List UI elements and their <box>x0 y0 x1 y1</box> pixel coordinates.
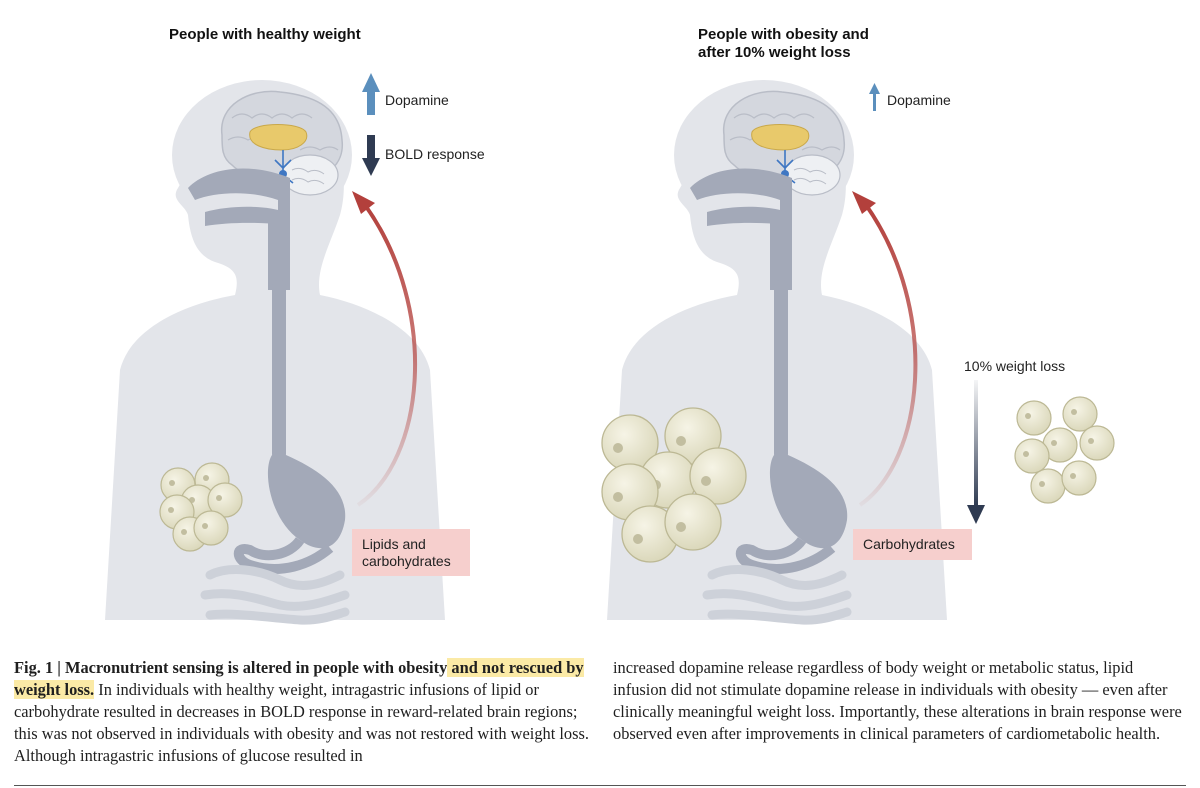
figure-label: Fig. 1 | <box>14 658 65 677</box>
figure-illustration <box>0 73 1115 640</box>
caption-right-column: increased dopamine release regardless of… <box>613 657 1188 745</box>
left-infusion-box: Lipids and carbohydrates <box>352 529 470 576</box>
left-dopamine-label: Dopamine <box>385 92 449 108</box>
right-panel-title: People with obesity and after 10% weight… <box>698 26 869 62</box>
caption-title: Macronutrient sensing is altered in peop… <box>64 658 448 677</box>
signal-arrow-left <box>352 191 418 507</box>
signal-arrow-right <box>852 191 918 507</box>
bold-down-arrow <box>362 135 380 176</box>
caption-body-right: increased dopamine release regardless of… <box>613 658 1182 743</box>
left-panel-title: People with healthy weight <box>169 26 361 43</box>
dopamine-up-arrow-right <box>869 83 880 111</box>
right-infusion-box: Carbohydrates <box>853 529 972 560</box>
caption-left-column: Fig. 1 | Macronutrient sensing is altere… <box>14 657 599 767</box>
left-bold-label: BOLD response <box>385 146 485 162</box>
right-panel-title-line1: People with obesity and <box>698 26 869 43</box>
right-fat-cells-small <box>1014 396 1115 504</box>
weight-loss-arrow <box>967 380 985 524</box>
bottom-rule <box>14 785 1186 786</box>
caption-body-left: In individuals with healthy weight, intr… <box>14 680 589 765</box>
weight-loss-label: 10% weight loss <box>964 358 1066 374</box>
dopamine-up-arrow-left <box>362 73 380 115</box>
right-dopamine-label: Dopamine <box>887 92 951 108</box>
right-panel-title-line2: after 10% weight loss <box>698 44 851 61</box>
